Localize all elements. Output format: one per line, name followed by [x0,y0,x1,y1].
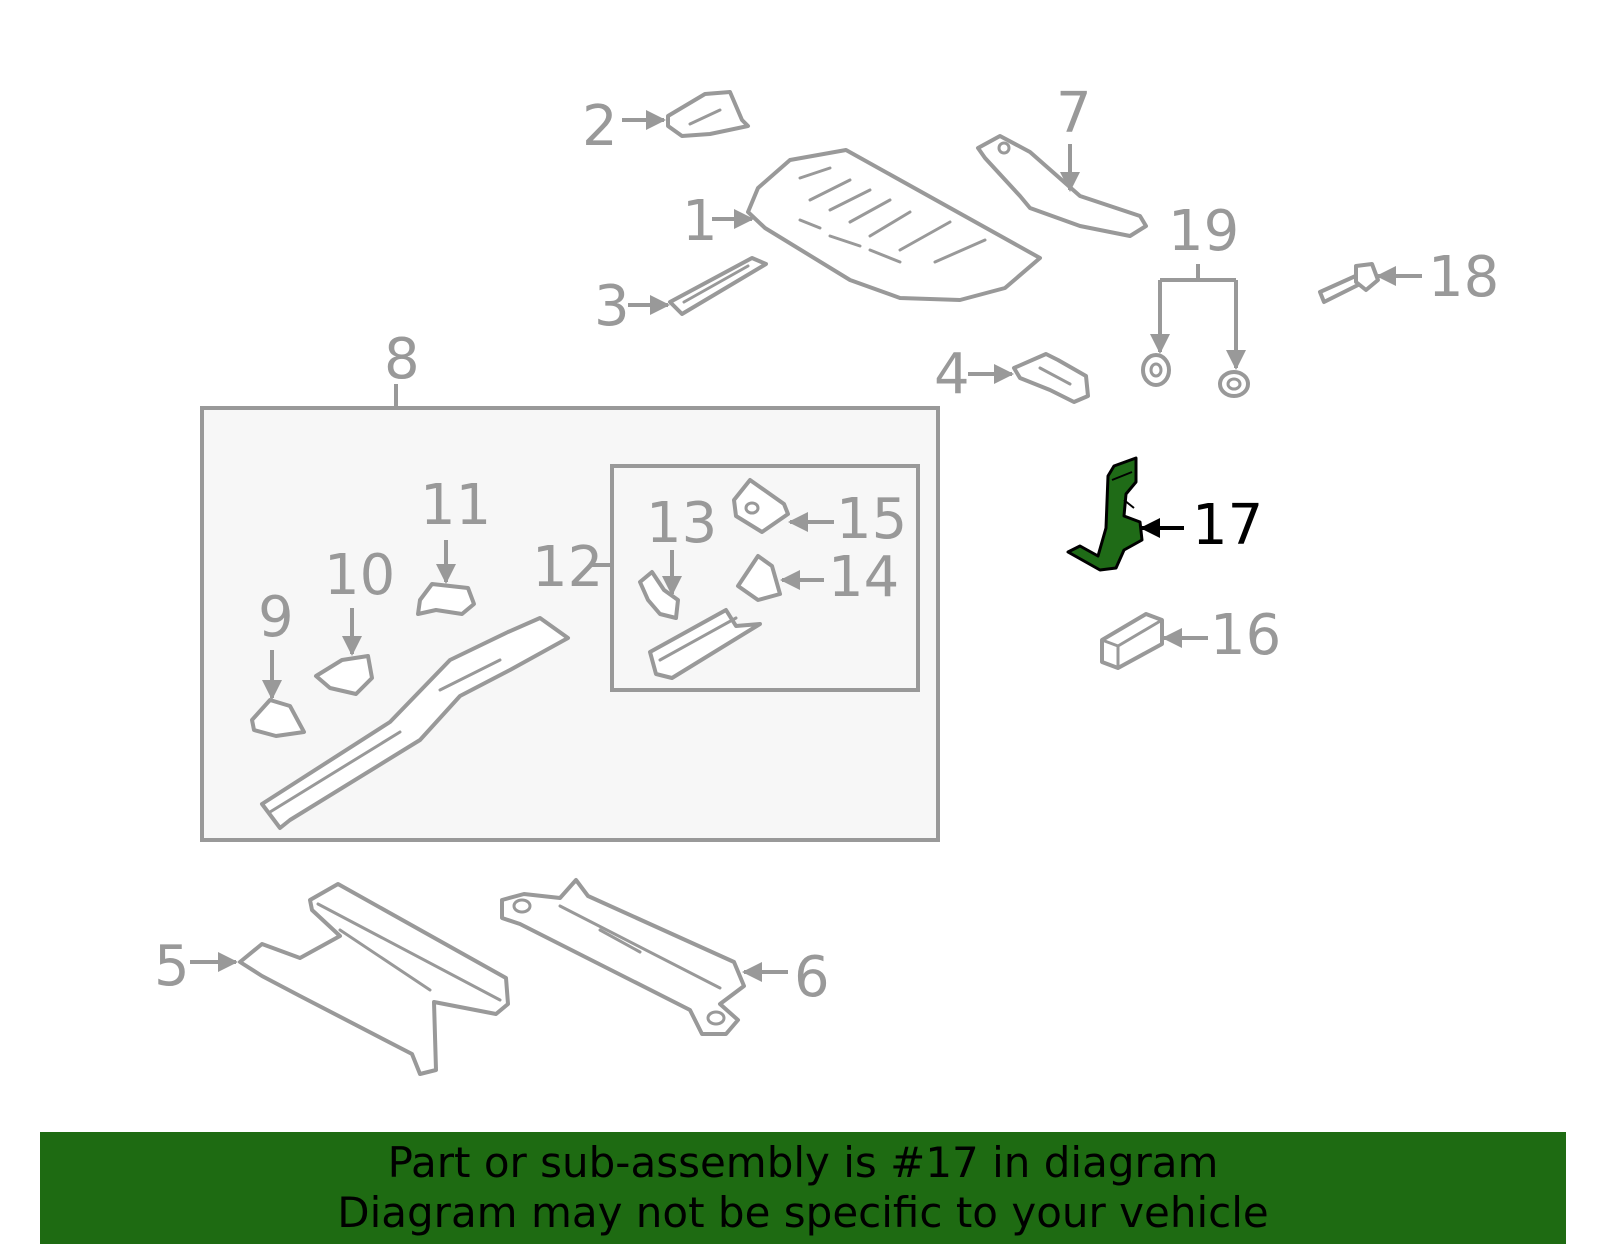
banner-line-part-number: Part or sub-assembly is #17 in diagram [387,1138,1219,1187]
callout-label-3: 3 [594,274,630,339]
part-18-bolt[interactable] [1318,262,1380,304]
part-1-floor-pan[interactable] [746,148,1042,302]
callout-label-6: 6 [794,945,830,1010]
part-9-bracket[interactable] [250,698,306,738]
callout-label-4: 4 [934,342,970,407]
callout-label-13: 13 [646,491,717,556]
banner-line-disclaimer: Diagram may not be specific to your vehi… [337,1188,1269,1237]
callout-label-12: 12 [532,535,603,600]
info-banner: Part or sub-assembly is #17 in diagram D… [40,1132,1566,1244]
callout-label-5: 5 [154,934,190,999]
callout-19 [1150,264,1236,368]
part-16-block[interactable] [1100,612,1164,670]
part-17-highlighted-bracket[interactable] [1066,456,1144,572]
part-7-rail[interactable] [976,134,1148,238]
callout-label-14: 14 [828,545,899,610]
part-19-nuts[interactable] [1141,353,1250,398]
part-2-bracket[interactable] [666,90,750,138]
part-3-reinforcement[interactable] [668,256,768,316]
part-13-bracket[interactable] [638,570,680,620]
part-10-bracket[interactable] [314,654,374,696]
callout-label-2: 2 [582,94,618,159]
callout-label-1: 1 [682,189,718,254]
callout-label-10: 10 [324,543,395,608]
callout-label-9: 9 [258,585,294,650]
part-12-channel[interactable] [648,608,762,680]
callout-label-7: 7 [1056,81,1092,146]
callout-label-18: 18 [1428,245,1499,310]
callout-label-17: 17 [1192,493,1263,558]
callout-label-19: 19 [1168,199,1239,264]
callout-label-8: 8 [384,327,420,392]
part-14-bracket[interactable] [736,554,782,602]
callout-label-16: 16 [1210,603,1281,668]
callout-label-11: 11 [420,473,491,538]
callout-label-15: 15 [836,487,907,552]
part-6-crossmember[interactable] [500,878,746,1036]
part-11-bracket[interactable] [416,582,476,616]
part-4-bracket[interactable] [1012,352,1090,404]
part-8-side-rail[interactable] [260,616,570,830]
part-5-crossmember[interactable] [238,882,510,1076]
